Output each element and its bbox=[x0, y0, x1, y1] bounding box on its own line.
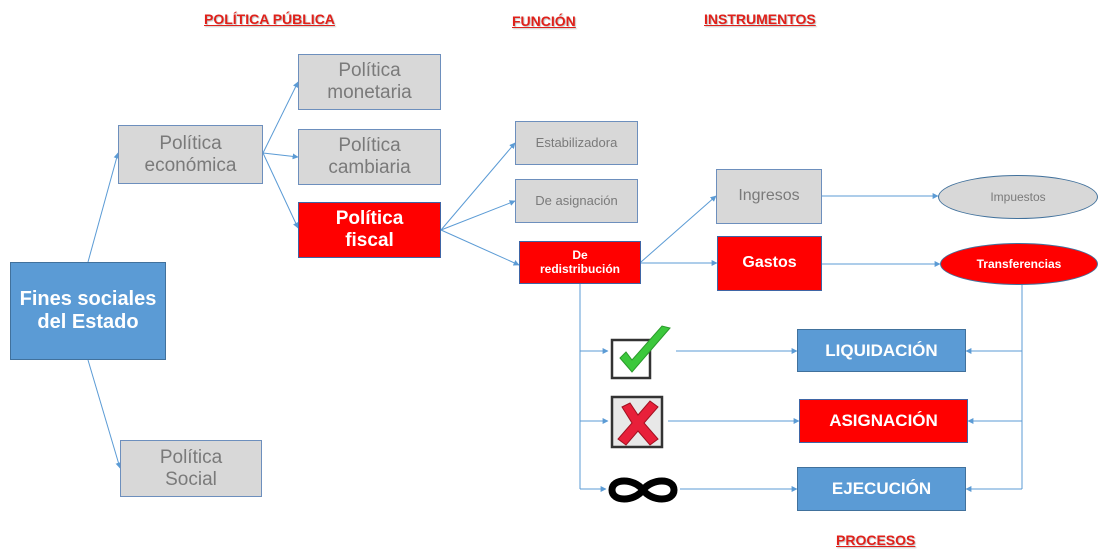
node-politica-monetaria-label: Política monetaria bbox=[327, 60, 412, 103]
node-fines-sociales-label: Fines sociales del Estado bbox=[19, 288, 157, 333]
node-estabilizadora: Estabilizadora bbox=[515, 121, 638, 165]
node-impuestos: Impuestos bbox=[938, 175, 1098, 219]
node-politica-cambiaria: Política cambiaria bbox=[298, 129, 441, 185]
process-asignacion: ASIGNACIÓN bbox=[799, 399, 968, 443]
process-liquidacion: LIQUIDACIÓN bbox=[797, 329, 966, 372]
node-estabilizadora-label: Estabilizadora bbox=[535, 134, 618, 150]
header-politica-publica: POLÍTICA PÚBLICA bbox=[204, 11, 335, 27]
node-ingresos: Ingresos bbox=[716, 169, 822, 224]
header-funcion: FUNCIÓN bbox=[512, 13, 576, 29]
node-de-redistribucion: De redistribución bbox=[519, 241, 641, 284]
node-ingresos-label: Ingresos bbox=[738, 187, 800, 205]
node-de-redistribucion-label: De redistribución bbox=[539, 247, 620, 276]
node-politica-monetaria: Política monetaria bbox=[298, 54, 441, 110]
node-politica-cambiaria-label: Política cambiaria bbox=[328, 135, 411, 178]
header-instrumentos: INSTRUMENTOS bbox=[704, 11, 816, 27]
process-ejecucion: EJECUCIÓN bbox=[797, 467, 966, 511]
node-gastos: Gastos bbox=[717, 236, 822, 291]
node-politica-fiscal-label: Política fiscal bbox=[335, 208, 404, 251]
infinity-icon bbox=[608, 477, 678, 503]
node-politica-economica: Política económica bbox=[118, 125, 263, 184]
node-de-asignacion-label: De asignación bbox=[535, 192, 618, 208]
node-transferencias-label: Transferencias bbox=[976, 257, 1062, 271]
process-liquidacion-label: LIQUIDACIÓN bbox=[825, 340, 938, 360]
node-de-asignacion: De asignación bbox=[515, 179, 638, 223]
node-politica-social-label: Política Social bbox=[159, 446, 223, 490]
checkbox-checked-icon bbox=[610, 325, 671, 380]
node-transferencias: Transferencias bbox=[940, 243, 1098, 285]
node-impuestos-label: Impuestos bbox=[990, 190, 1046, 204]
process-ejecucion-label: EJECUCIÓN bbox=[831, 479, 932, 499]
node-gastos-label: Gastos bbox=[742, 254, 797, 272]
node-politica-social: Política Social bbox=[120, 440, 262, 497]
node-fines-sociales: Fines sociales del Estado bbox=[10, 262, 166, 360]
process-asignacion-label: ASIGNACIÓN bbox=[829, 411, 938, 431]
node-politica-fiscal: Política fiscal bbox=[298, 202, 441, 258]
checkbox-crossed-icon bbox=[610, 395, 664, 449]
node-politica-economica-label: Política económica bbox=[144, 132, 237, 176]
header-procesos: PROCESOS bbox=[836, 532, 916, 548]
